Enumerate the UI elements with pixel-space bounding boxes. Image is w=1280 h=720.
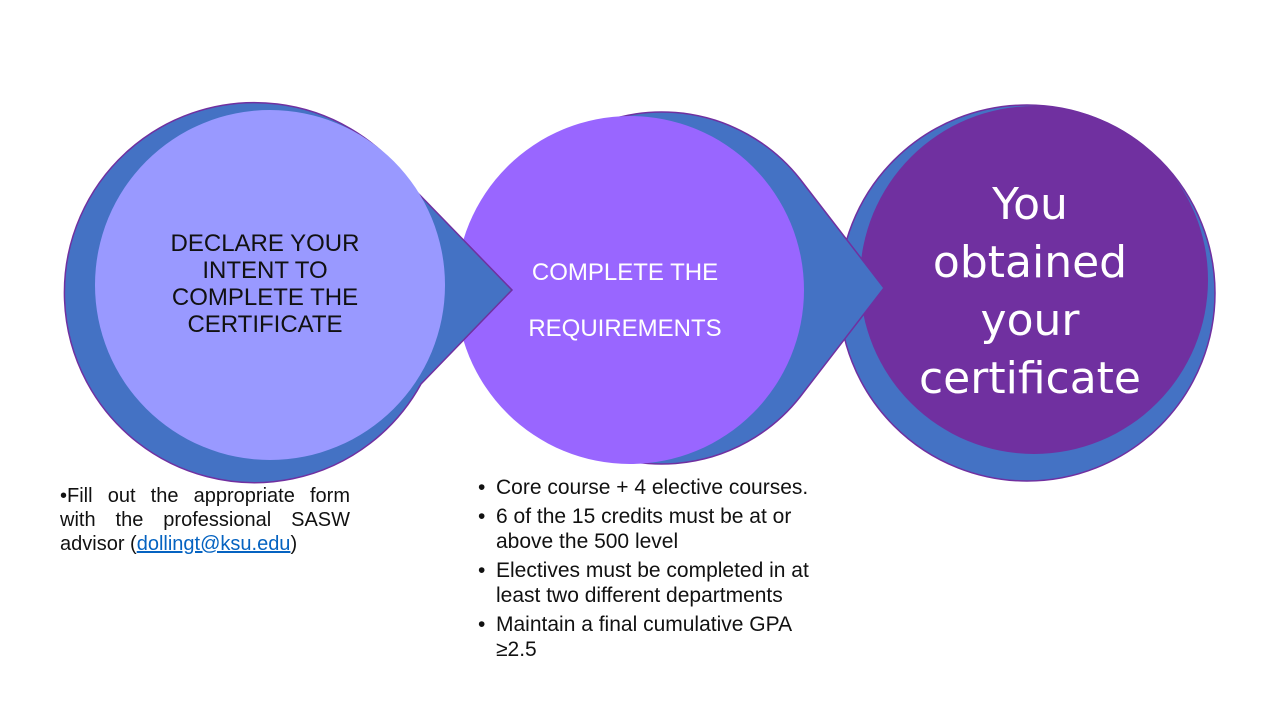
note-text-end: )	[290, 533, 298, 555]
requirements-list: Core course + 4 elective courses. 6 of t…	[476, 475, 816, 666]
requirement-item: Maintain a final cumulative GPA ≥2.5	[476, 612, 816, 662]
step-2-label-line-1: COMPLETE THE	[531, 259, 719, 286]
step-1-note: •Fill out the appropriate form with the …	[60, 484, 350, 556]
requirement-item: Electives must be completed in at least …	[476, 558, 816, 608]
step-3-label-line-3: your	[980, 295, 1080, 346]
step-2-label: COMPLETE THE REQUIREMENTS	[480, 245, 770, 357]
step-2-label-line-2: REQUIREMENTS	[528, 315, 722, 342]
step-3-label: You obtained your certificate	[880, 176, 1180, 408]
step-1-circle	[95, 110, 445, 460]
step-3-circle	[860, 106, 1208, 454]
step-2-circle	[456, 116, 804, 464]
requirement-item: 6 of the 15 credits must be at or above …	[476, 504, 816, 554]
note-text: •Fill out the appropriate form with the …	[60, 485, 350, 555]
step-3-label-line-2: obtained	[932, 237, 1128, 288]
advisor-email-link[interactable]: dollingt@ksu.edu	[136, 533, 291, 555]
step-2-shape	[456, 111, 885, 465]
step-1-label: DECLARE YOUR INTENT TO COMPLETE THE CERT…	[170, 230, 360, 338]
step-3-label-line-1: You	[992, 179, 1068, 230]
step-3-label-line-4: certificate	[918, 353, 1142, 404]
step-3-shape	[838, 104, 1216, 482]
step-1-shape	[63, 101, 514, 484]
requirement-item: Core course + 4 elective courses.	[476, 475, 816, 500]
